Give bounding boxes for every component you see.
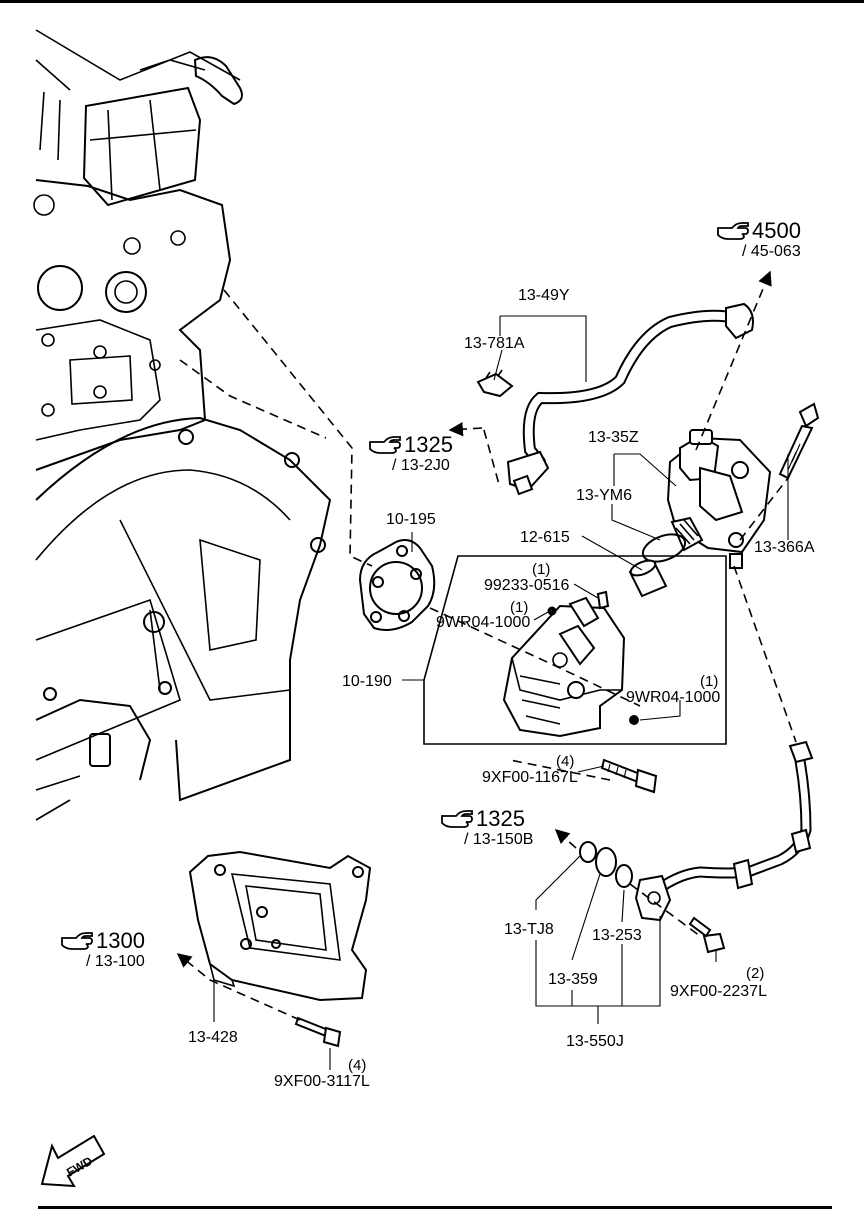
label-9WR04-1000-upper: 9WR04-1000 [436,614,530,631]
engine-block [33,29,332,821]
ref-1300-sub: / 13-100 [86,953,145,970]
label-13-49Y: 13-49Y [518,287,570,304]
label-10-195: 10-195 [386,511,436,528]
pointing-hand-icon [369,436,401,454]
ref-1325-lower[interactable]: 1325 / 13-150B [441,806,533,848]
tappet-housing [502,596,626,738]
ref-1325-lower-sub: / 13-150B [464,831,533,848]
qty-9XF00-2237L: (2) [746,965,764,982]
label-9XF00-2237L: 9XF00-2237L [670,983,767,1000]
ref-1300[interactable]: 1300 / 13-100 [61,928,145,970]
label-13-428: 13-428 [188,1029,238,1046]
ref-4500-number: 4500 [752,218,801,243]
seal-13-TJ8 [579,841,597,863]
fuel-pipe [506,302,754,496]
pointing-hand-icon [717,222,749,240]
hp-pump [666,429,772,569]
housing-bolt [600,758,658,794]
ref-1325-upper[interactable]: 1325 / 13-2J0 [369,432,453,474]
label-13-359: 13-359 [548,971,598,988]
label-13-35Z: 13-35Z [588,429,639,446]
seal-13-359 [595,847,617,877]
ref-1325-lower-number: 1325 [476,806,525,831]
label-99233-0516: 99233-0516 [484,577,570,594]
ref-4500-sub: / 45-063 [742,243,801,260]
fuel-line [634,740,814,922]
label-13-781A: 13-781A [464,335,525,352]
nut-upper [547,606,557,616]
qty-9XF00-3117L: (4) [348,1057,366,1074]
pointing-hand-icon [441,810,473,828]
ref-1325-upper-sub: / 13-2J0 [392,457,450,474]
label-13-550J: 13-550J [566,1033,624,1050]
label-9WR04-1000-lower: 9WR04-1000 [626,689,720,706]
qty-99233-0516: (1) [532,561,550,578]
pump-bolt [778,402,820,480]
seal-13-253 [615,864,633,888]
dowel-pin [596,590,610,610]
qty-9XF00-1167L: (4) [556,753,574,770]
bracket-bolt [294,1016,342,1048]
pointing-hand-icon [61,932,93,950]
label-13-YM6: 13-YM6 [576,487,632,504]
label-13-TJ8: 13-TJ8 [504,921,554,938]
pipe-clip [476,369,514,398]
nut-lower [629,715,639,725]
qty-9WR04-1000-upper: (1) [510,599,528,616]
label-13-366A: 13-366A [754,539,815,556]
bracket [188,850,372,1002]
gasket [358,539,436,631]
assembly-box [423,555,727,745]
label-9XF00-1167L: 9XF00-1167L [482,769,578,786]
label-9XF00-3117L: 9XF00-3117L [274,1073,370,1090]
ref-1300-number: 1300 [96,928,145,953]
qty-9WR04-1000-lower: (1) [700,673,718,690]
label-12-615: 12-615 [520,529,570,546]
label-10-190: 10-190 [342,673,392,690]
lifter-cup [628,559,668,598]
ref-1325-upper-number: 1325 [404,432,453,457]
ref-4500[interactable]: 4500 / 45-063 [717,218,801,260]
union-bolt [688,916,726,954]
fwd-arrow-icon: FWD [40,1134,106,1188]
label-13-253: 13-253 [592,927,642,944]
